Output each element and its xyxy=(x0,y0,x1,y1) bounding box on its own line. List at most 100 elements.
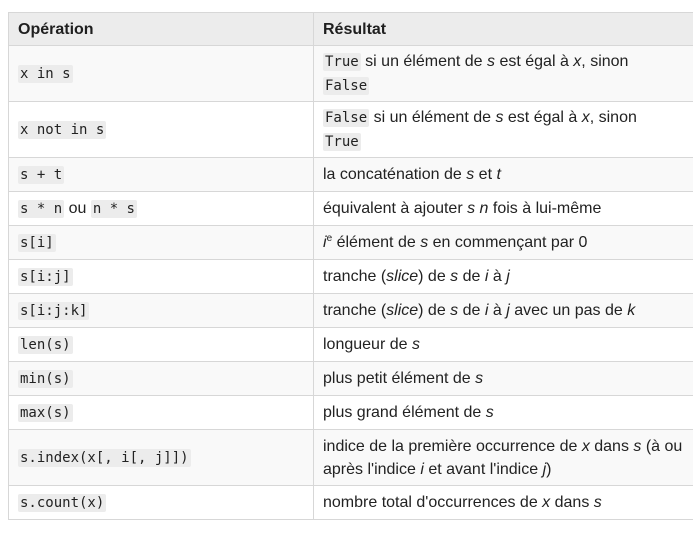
result-cell: tranche (slice) de s de i à j avec un pa… xyxy=(313,293,693,328)
code-literal: s.count(x) xyxy=(18,493,107,512)
italic-variable: s xyxy=(450,268,459,285)
text-segment: et avant l'indice xyxy=(423,460,543,478)
italic-variable: t xyxy=(496,166,501,183)
italic-variable: s xyxy=(633,437,642,455)
text-segment: de xyxy=(458,302,485,319)
result-cell: tranche (slice) de s de i à j xyxy=(313,259,693,294)
text-segment: si un élément de xyxy=(360,52,488,70)
italic-variable: k xyxy=(627,302,636,319)
italic-variable: x xyxy=(581,108,590,126)
table-row: s[i] ie élément de s en commençant par 0 xyxy=(8,225,693,260)
italic-variable: i xyxy=(323,234,327,251)
result-cell: False si un élément de s est égal à x, s… xyxy=(313,101,693,158)
italic-variable: i xyxy=(420,460,424,478)
code-literal: s[i:j] xyxy=(18,267,73,286)
code-literal: max(s) xyxy=(18,403,73,422)
code-literal: True xyxy=(323,132,361,151)
italic-variable: s xyxy=(466,166,475,183)
text-segment: nombre total d'occurrences de xyxy=(323,494,543,511)
result-cell: nombre total d'occurrences de x dans s xyxy=(313,485,693,520)
italic-variable: j xyxy=(542,460,547,478)
result-cell: la concaténation de s et t xyxy=(313,157,693,192)
text-segment: à xyxy=(488,302,507,319)
table-row: s.count(x) nombre total d'occurrences de … xyxy=(8,485,693,520)
text-segment: équivalent à ajouter xyxy=(323,200,468,217)
text-segment: la concaténation de xyxy=(323,166,467,183)
text-segment: est égal à xyxy=(503,108,582,126)
italic-variable: j xyxy=(506,302,510,319)
operation-cell: s[i:j:k] xyxy=(8,293,314,328)
text-segment: indice de la première occurrence de xyxy=(323,437,582,455)
text-segment: , sinon xyxy=(589,108,637,126)
table-header-row: Opération Résultat xyxy=(8,12,693,46)
italic-variable: s xyxy=(487,52,496,70)
operation-cell: max(s) xyxy=(8,395,314,430)
code-literal: False xyxy=(323,108,370,127)
text-segment: si un élément de xyxy=(369,108,496,126)
italic-variable: s xyxy=(495,108,504,126)
operation-cell: s[i] xyxy=(8,225,314,260)
italic-variable: slice xyxy=(386,302,419,319)
italic-variable: s xyxy=(593,494,602,511)
text-segment: , sinon xyxy=(581,52,629,70)
table-row: x in s True si un élément de s est égal à… xyxy=(8,45,693,102)
sequence-operations-table: Opération Résultat x in s True si un élém… xyxy=(8,12,693,520)
code-literal: x not in s xyxy=(18,120,107,139)
italic-variable: i xyxy=(484,268,489,285)
text-segment: fois à lui-même xyxy=(488,200,602,217)
operation-cell: s + t xyxy=(8,157,314,192)
text-segment: est égal à xyxy=(495,52,574,70)
operation-cell: s * n ou n * s xyxy=(8,191,314,226)
text-segment: tranche ( xyxy=(323,268,387,285)
italic-variable: s xyxy=(475,370,484,387)
code-literal: min(s) xyxy=(18,369,73,388)
italic-variable: s xyxy=(485,404,494,421)
text-segment: longueur de xyxy=(323,336,412,353)
code-literal: True xyxy=(323,52,361,71)
code-literal: s[i] xyxy=(18,233,56,252)
table-row: s.index(x[, i[, j]]) indice de la premièr… xyxy=(8,429,693,486)
italic-variable: s xyxy=(450,302,459,319)
text-segment: plus grand élément de xyxy=(323,404,486,421)
operation-cell: s.index(x[, i[, j]]) xyxy=(8,429,314,486)
text-segment: plus petit élément de xyxy=(323,370,476,387)
operation-cell: s[i:j] xyxy=(8,259,314,294)
italic-variable: x xyxy=(542,494,551,511)
code-literal: x in s xyxy=(18,64,73,83)
result-cell: plus petit élément de s xyxy=(313,361,693,396)
code-literal: s + t xyxy=(18,165,65,184)
text-segment: ) de xyxy=(418,268,451,285)
result-cell: équivalent à ajouter s n fois à lui-même xyxy=(313,191,693,226)
text-segment: dans xyxy=(589,437,634,455)
text-segment: de xyxy=(458,268,485,285)
result-cell: True si un élément de s est égal à x, si… xyxy=(313,45,693,102)
code-literal: len(s) xyxy=(18,335,73,354)
text-segment: ) xyxy=(546,460,552,478)
text-segment: en commençant par 0 xyxy=(428,234,588,251)
table-body: x in s True si un élément de s est égal à… xyxy=(8,45,693,520)
text-segment: avec un pas de xyxy=(509,302,628,319)
result-cell: indice de la première occurrence de x da… xyxy=(313,429,693,486)
header-result: Résultat xyxy=(313,12,693,46)
italic-variable: s xyxy=(420,234,429,251)
code-literal: s * n xyxy=(18,199,65,218)
text-segment: ) de xyxy=(418,302,451,319)
code-literal: s.index(x[, i[, j]]) xyxy=(18,448,191,467)
italic-variable: s n xyxy=(467,200,489,217)
table-row: max(s) plus grand élément de s xyxy=(8,395,693,430)
italic-variable: slice xyxy=(386,268,419,285)
code-literal: False xyxy=(323,76,370,95)
text-segment: (à ou après l'indice xyxy=(323,437,683,478)
text-segment: dans xyxy=(550,494,594,511)
operation-cell: x in s xyxy=(8,45,314,102)
operation-cell: len(s) xyxy=(8,327,314,362)
table-row: s[i:j:k]tranche (slice) de s de i à j av… xyxy=(8,293,693,328)
table-row: len(s) longueur de s xyxy=(8,327,693,362)
text-segment: à xyxy=(488,268,507,285)
result-cell: ie élément de s en commençant par 0 xyxy=(313,225,693,260)
text-segment: élément de xyxy=(332,234,421,251)
result-cell: longueur de s xyxy=(313,327,693,362)
italic-variable: j xyxy=(506,268,510,285)
operation-cell: min(s) xyxy=(8,361,314,396)
